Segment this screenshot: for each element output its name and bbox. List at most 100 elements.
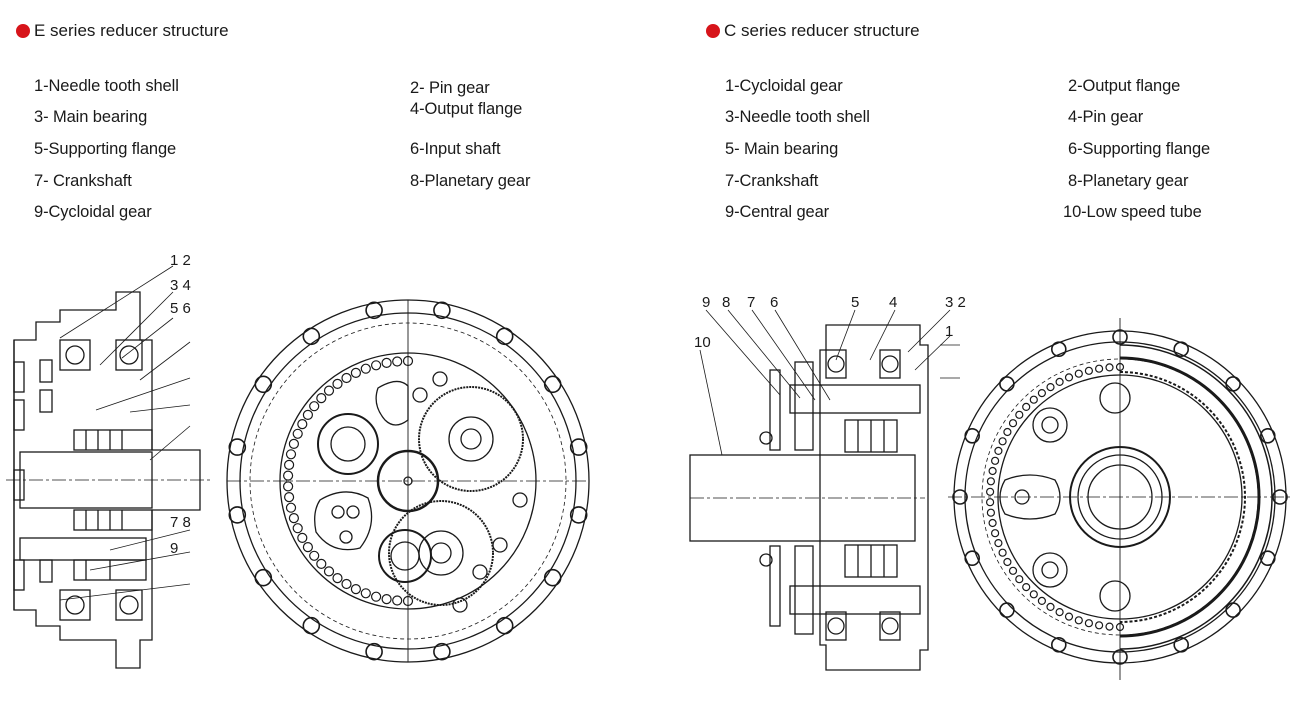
e-part-2: 2- Pin gear [410,79,490,97]
pin-tooth [1015,575,1024,584]
pin-tooth [402,595,414,607]
c-callout-4: 4 [889,294,897,311]
pin-tooth [1022,582,1031,592]
pin-tooth [998,437,1007,446]
pin-tooth [985,487,995,496]
bolt-hole [1225,376,1241,392]
pin-tooth [988,518,997,528]
pin-tooth [994,446,1003,455]
red-bullet-icon [706,24,720,38]
c-callout-10: 10 [694,334,711,351]
e-part-5: 5-Supporting flange [34,140,177,158]
bolt-hole [228,506,247,524]
pin-tooth [288,512,299,524]
pin-tooth [1105,622,1114,631]
pin-tooth [297,532,308,544]
e-part-3: 3- Main bearing [34,108,148,126]
e-callout-1-2: 1 2 [170,252,191,269]
pin-tooth [350,583,361,595]
e-series-title: E series reducer structure [16,21,229,41]
pin-tooth [360,363,371,374]
bolt-hole [569,438,588,456]
pin-tooth [990,529,1000,538]
bolt-hole [569,506,588,524]
bolt-hole [1260,427,1276,444]
pin-tooth [988,466,997,476]
c-series-title: C series reducer structure [706,21,920,41]
e-callout-7-8: 7 8 [170,514,191,531]
bolt-hole [433,642,451,661]
bolt-hole [1051,341,1067,358]
pin-tooth [1008,566,1018,575]
pin-tooth [1115,622,1125,632]
pin-tooth [284,492,295,503]
bolt-hole [433,301,451,320]
pin-tooth [297,419,308,430]
bolt-hole [1173,341,1189,358]
e-callouts: 1 2 3 4 5 6 7 8 9 [170,252,191,557]
pin-tooth [309,401,320,412]
bolt-hole [964,550,981,567]
pin-tooth [392,595,403,606]
e-pin-ring [283,355,414,607]
e-part-4: 4-Output flange [410,100,523,118]
bolt-hole [543,568,562,587]
c-callouts: 9 8 7 6 5 4 3 2 1 10 [694,294,966,351]
c-part-8: 8-Planetary gear [1068,172,1189,190]
pin-tooth [990,456,1000,465]
e-series-title-text: E series reducer structure [34,21,229,40]
bolt-hole [1112,329,1128,345]
pin-tooth [1003,557,1012,567]
c-callout-9: 9 [702,294,710,311]
pin-tooth [316,393,327,404]
c-side-section-view [689,309,960,671]
pin-tooth [341,372,352,384]
c-callout-3-2: 3 2 [945,294,966,311]
bolt-hole [302,327,321,346]
e-part-8: 8-Planetary gear [410,172,531,190]
pin-tooth [994,538,1003,548]
pin-tooth [1084,619,1094,628]
e-callout-9: 9 [170,540,178,557]
e-part-7: 7- Crankshaft [34,172,132,190]
c-callout-6: 6 [770,294,778,311]
pin-tooth [1037,389,1047,398]
bolt-hole [1112,649,1128,665]
pin-tooth [360,588,371,599]
pin-tooth [302,409,313,420]
pin-tooth [1029,395,1038,404]
pin-tooth [1074,369,1083,378]
pin-tooth [1105,363,1114,372]
pin-tooth [285,502,297,513]
bolt-hole [1173,636,1189,653]
pin-tooth [986,508,996,517]
pin-tooth [284,459,295,470]
pin-tooth [998,548,1007,557]
bolt-hole [999,376,1015,392]
bolt-hole [495,327,514,346]
c-callout-8: 8 [722,294,730,311]
pin-tooth [1115,362,1125,372]
pin-tooth [1029,590,1038,599]
bolt-hole [1225,602,1241,618]
bolt-hole [964,427,981,444]
pin-tooth [1003,427,1012,437]
pin-tooth [1008,419,1018,428]
c-pin-ring [985,362,1125,632]
bolt-hole [365,301,383,320]
pin-tooth [371,360,382,371]
bolt-hole [999,602,1015,618]
pin-tooth [1037,596,1047,606]
pin-tooth [332,378,343,389]
c-part-1: 1-Cycloidal gear [725,77,843,95]
bolt-hole [228,438,247,456]
e-bolt-holes [228,301,588,661]
pin-tooth [1046,602,1055,612]
pin-tooth [283,481,294,492]
c-front-view [948,318,1292,680]
e-callout-5-6: 5 6 [170,300,191,317]
pin-tooth [323,385,335,396]
bolt-hole [1260,550,1276,567]
bolt-hole [1051,636,1067,653]
